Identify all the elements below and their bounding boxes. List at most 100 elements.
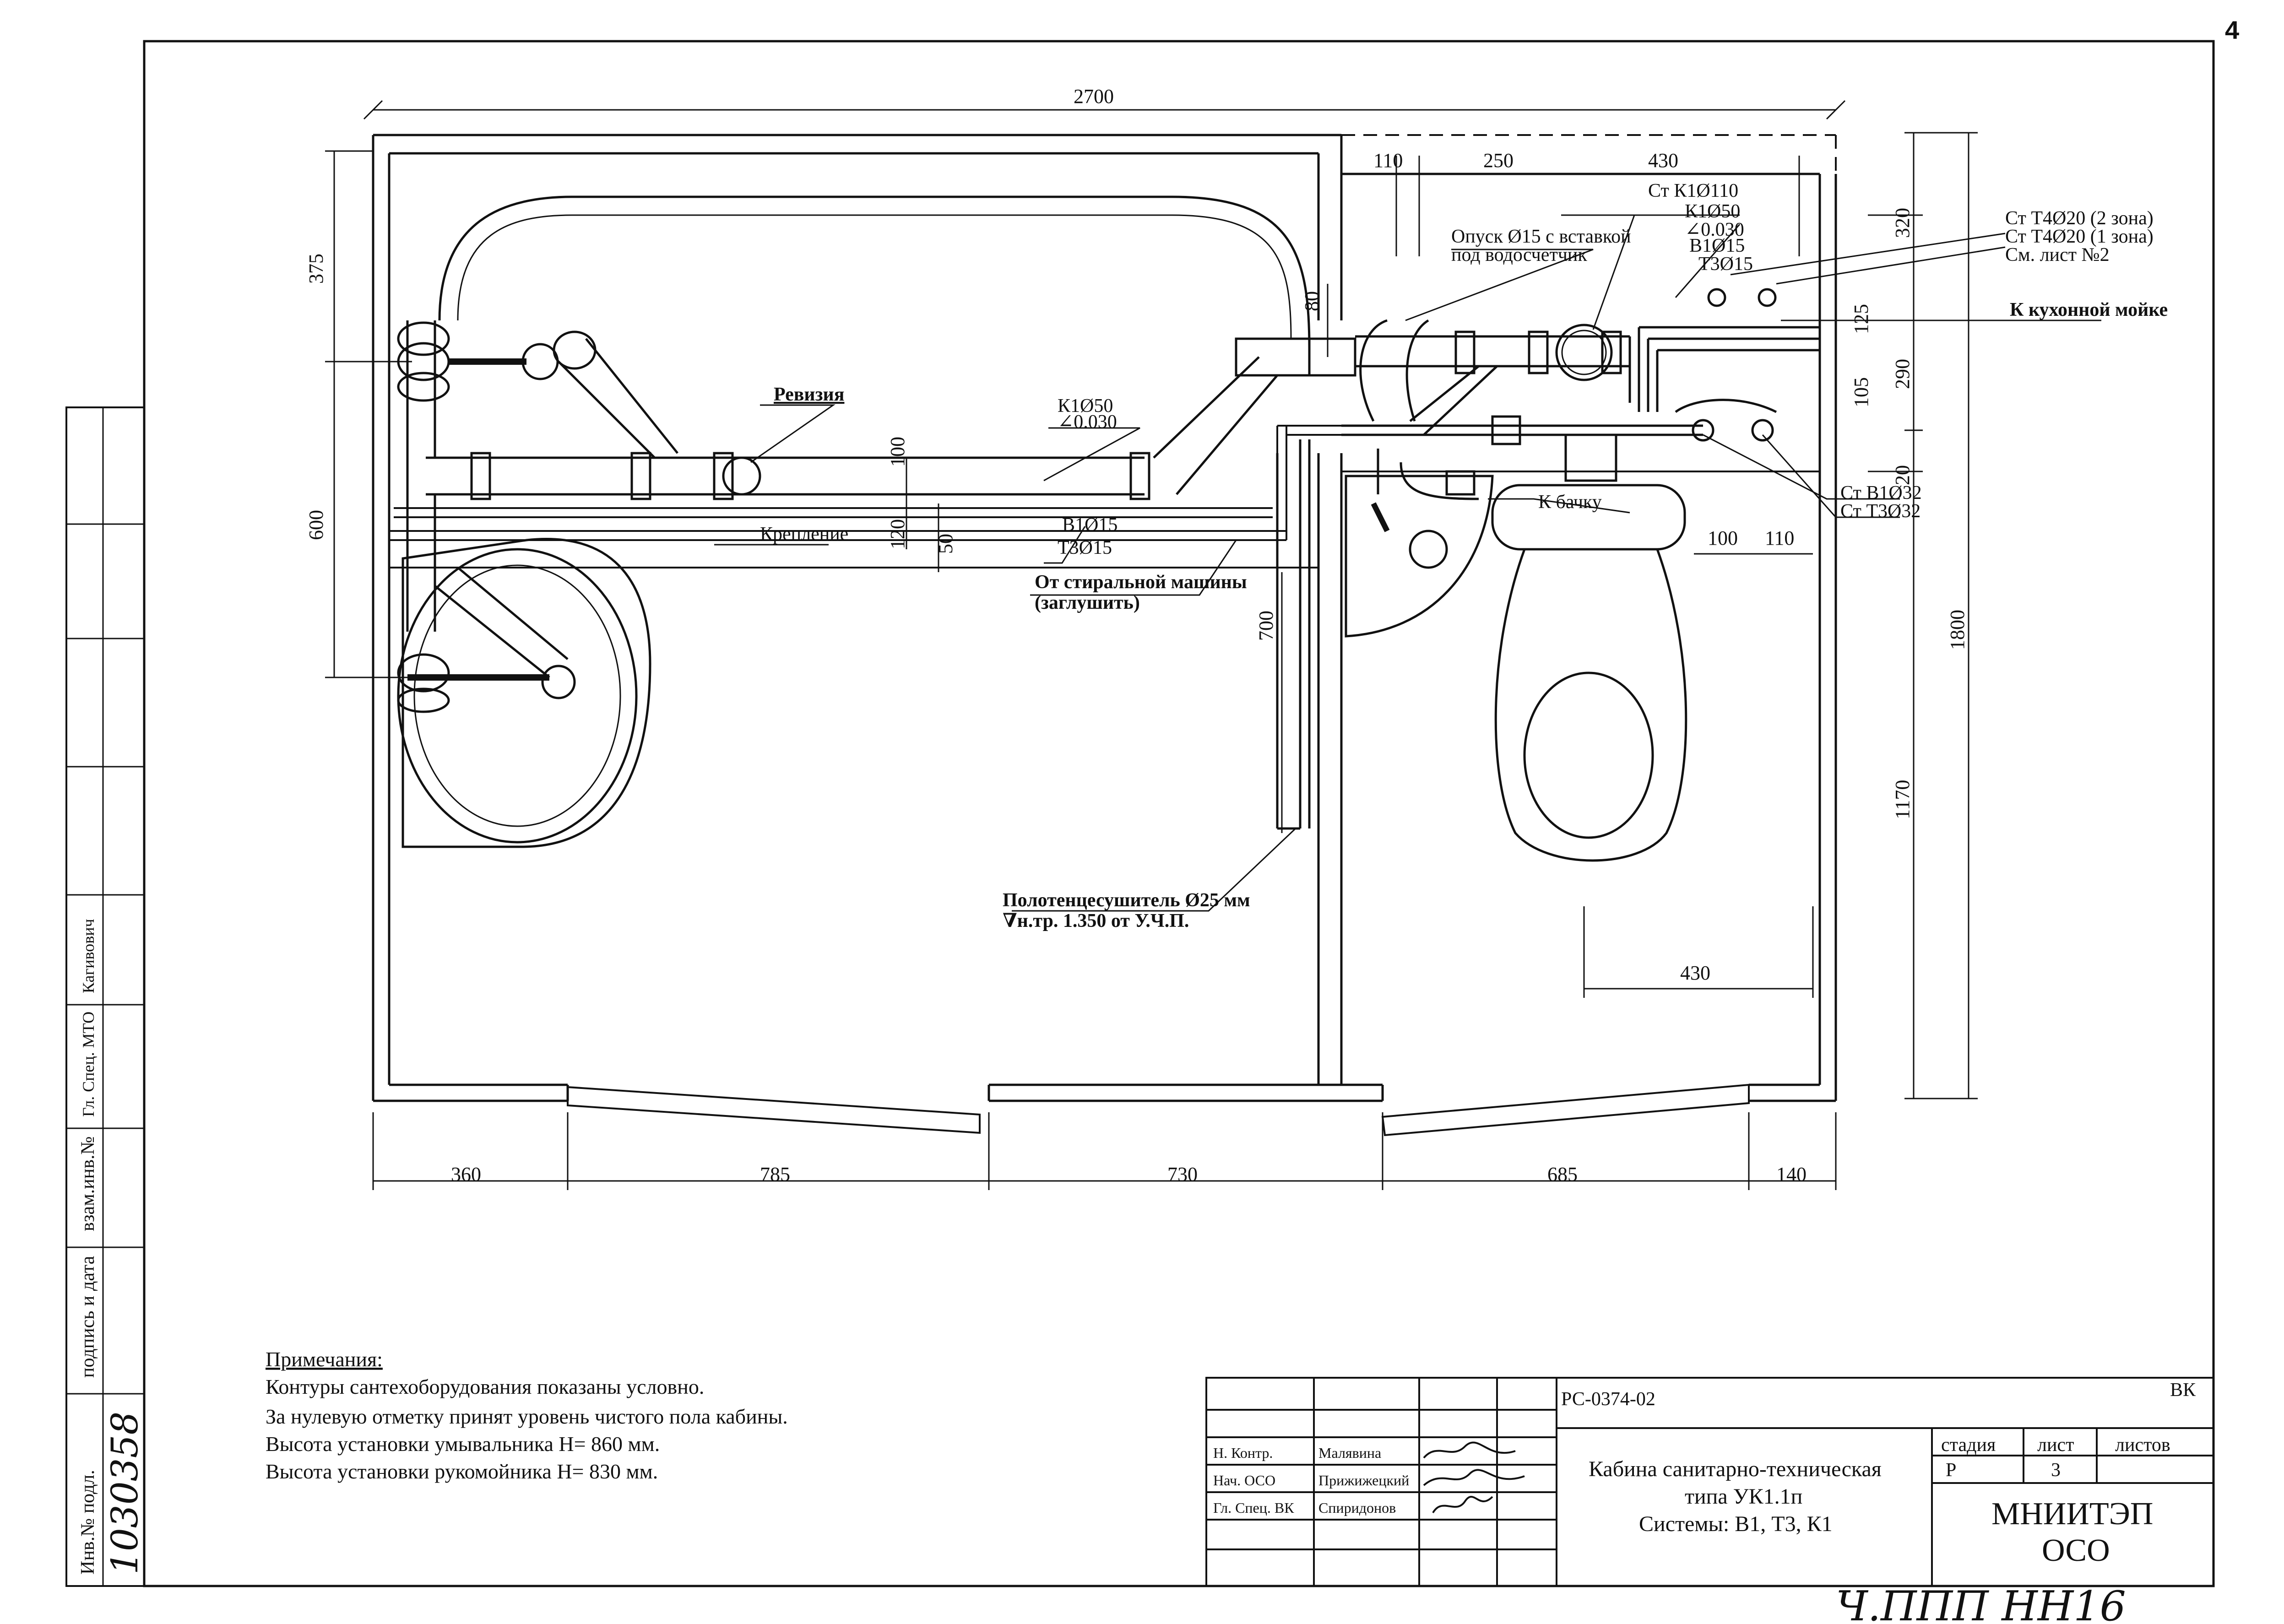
dim-bottom-685: 685 (1547, 1163, 1578, 1186)
riser-t4-zone1 (1758, 288, 1777, 307)
toilet (1491, 433, 1687, 862)
dim-bottom-785: 785 (760, 1163, 790, 1186)
dim-bottom-730: 730 (1167, 1163, 1198, 1186)
riser-area (1341, 288, 1820, 500)
bathtub-outline (438, 195, 1311, 348)
label-st-b1-32: Ст В1Ø32 (1840, 482, 1922, 503)
stamp-name: Кагивович (79, 919, 98, 993)
dim-bottom-360: 360 (451, 1163, 481, 1186)
label-k1-50: К1Ø50 (1058, 395, 1113, 417)
label-washer-2: (заглушить) (1035, 592, 1140, 613)
notes-line-3: Высота установки умывальника Н= 860 мм. (266, 1432, 660, 1456)
sewer-riser-circle (1555, 324, 1613, 381)
dim-80: 80 (1301, 291, 1323, 311)
stamp-replacement-inv: взам.инв.№ (77, 1137, 98, 1232)
stamp-signature-date: подпись и дата (77, 1256, 98, 1378)
dim-right-320: 320 (1891, 208, 1914, 238)
tb-sheet-label: лист (2037, 1435, 2074, 1456)
riser-t4-zone2 (1707, 288, 1726, 307)
dim-top-430: 430 (1648, 149, 1678, 172)
dim-100: 100 (886, 437, 909, 467)
handwritten-bottom-note: Ч.ППП НН16 (1836, 1582, 2126, 1624)
label-see-sheet: См. лист №2 (2005, 244, 2110, 265)
label-towel-2: ∇н.тр. 1.350 от У.Ч.П. (1003, 910, 1189, 931)
bath-faucet (397, 321, 559, 402)
label-r-b1-15: В1Ø15 (1689, 235, 1745, 256)
notes-line-4: Высота установки рукомойника Н= 830 мм. (266, 1460, 658, 1483)
dim-toilet-100: 100 (1708, 527, 1738, 549)
dim-50: 50 (934, 534, 957, 554)
tb-role-1: Н. Контр. (1213, 1445, 1273, 1461)
tb-org-1: МНИИТЭП (1991, 1496, 2153, 1532)
label-b1-15: В1Ø15 (1062, 514, 1118, 536)
label-r-slope: ∠0.030 (1685, 219, 1744, 240)
label-drop-2: под водосчетчик (1451, 244, 1587, 265)
dimension-lines (325, 100, 1978, 1190)
dim-right-125: 125 (1850, 304, 1872, 334)
label-slope: ∠0.030 (1058, 411, 1117, 433)
tb-role-2: Нач. ОСО (1213, 1472, 1275, 1489)
dim-120: 120 (886, 519, 909, 549)
notes-line-2: За нулевую отметку принят уровень чистог… (266, 1405, 788, 1428)
notes-block: Примечания: Контуры сантехоборудования п… (266, 1348, 788, 1483)
tb-stage: Р (1946, 1460, 1956, 1481)
title-block (1205, 1377, 2214, 1587)
tb-section: ВК (2170, 1380, 2196, 1401)
label-towel-1: Полотенцесушитель Ø25 мм (1003, 890, 1250, 911)
tb-name-1: Малявина (1318, 1445, 1381, 1461)
dim-right-105: 105 (1850, 377, 1872, 407)
label-washer-1: От стиральной машины (1035, 572, 1247, 593)
stamp-inv-original: Инв.№ подл. (77, 1470, 98, 1575)
tb-name-2: Прижижецкий (1318, 1472, 1409, 1489)
dim-toilet-110: 110 (1765, 527, 1794, 549)
label-st-t4-zone2: Ст Т4Ø20 (2 зона) (2005, 208, 2154, 229)
side-stamp: Инв.№ подл. подпись и дата взам.инв.№ Гл… (65, 406, 146, 1587)
tb-code: РС-0374-02 (1561, 1389, 1655, 1410)
dim-left-600: 600 (305, 510, 327, 540)
label-r-t3-15: Т3Ø15 (1698, 254, 1753, 275)
label-st-t4-zone1: Ст Т4Ø20 (1 зона) (2005, 226, 2154, 247)
towel-dryer (1276, 439, 1311, 830)
stamp-chief-mto: Гл. Спец. МТО (79, 1012, 98, 1117)
revision-circle (722, 456, 761, 496)
tb-title-2: типа УК1.1п (1685, 1484, 1802, 1509)
riser-b1-32 (1692, 419, 1714, 442)
label-r-k1-50: К1Ø50 (1685, 201, 1740, 222)
dim-top-110: 110 (1373, 149, 1403, 172)
label-revision: Ревизия (774, 384, 844, 405)
label-kitchen-sink: К кухонной мойке (2010, 299, 2168, 320)
tb-title-3: Системы: В1, Т3, К1 (1639, 1512, 1833, 1536)
dim-top-250: 250 (1483, 149, 1514, 172)
sheet-number: 4 (2225, 16, 2239, 44)
leader-lines (714, 214, 2101, 912)
notes-heading: Примечания: (266, 1348, 383, 1371)
riser-t3-32 (1751, 419, 1774, 442)
dim-right-1170: 1170 (1891, 780, 1914, 819)
tb-role-3: Гл. Спец. ВК (1213, 1499, 1294, 1516)
dim-right-20: 20 (1891, 465, 1914, 485)
dim-bottom-140: 140 (1776, 1163, 1807, 1186)
stamp-handwritten-number: 1030358 (103, 1412, 146, 1575)
tb-org-2: ОСО (2042, 1533, 2110, 1568)
dim-right-1800: 1800 (1946, 610, 1969, 650)
sewer-pipe-k1 (394, 320, 1356, 678)
water-pipes-left (389, 425, 1630, 541)
tb-sheets-label: листов (2115, 1435, 2170, 1456)
tb-stage-label: стадия (1941, 1435, 1996, 1456)
tb-title-1: Кабина санитарно-техническая (1589, 1457, 1882, 1481)
label-drop-1: Опуск Ø15 с вставкой (1451, 226, 1631, 247)
tb-signatures (1423, 1441, 1525, 1514)
label-st-k1-110: Ст К1Ø110 (1648, 180, 1738, 201)
dim-overall-width: 2700 (1074, 85, 1114, 108)
dim-toilet-430: 430 (1680, 962, 1710, 984)
notes-line-1: Контуры сантехоборудования показаны усло… (266, 1375, 704, 1398)
dim-left-375: 375 (305, 254, 327, 284)
corner-handbasin (1345, 475, 1494, 638)
label-to-tank: К бачку (1538, 492, 1602, 513)
tb-sheet: 3 (2051, 1460, 2061, 1481)
washbasin (397, 537, 651, 848)
label-st-t3-32: Ст Т3Ø32 (1840, 501, 1921, 522)
label-fastening: Крепление (760, 524, 848, 545)
tb-name-3: Спиридонов (1318, 1499, 1396, 1516)
